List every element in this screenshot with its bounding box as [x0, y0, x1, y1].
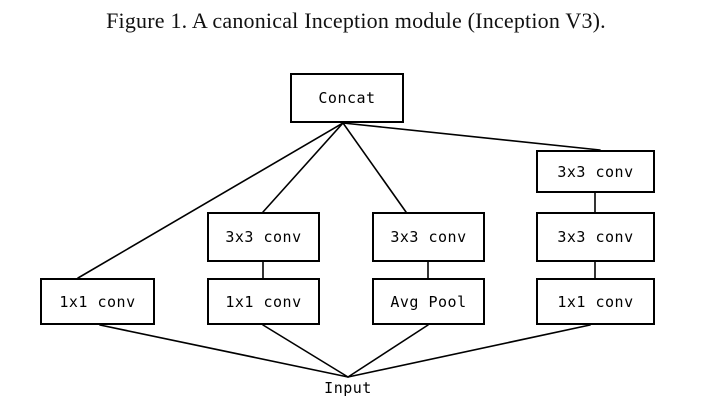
node-br3_mid: 3x3 conv	[372, 212, 485, 262]
node-br2_mid: 3x3 conv	[207, 212, 320, 262]
node-concat: Concat	[290, 73, 404, 123]
connector-branch3-to-input	[347, 324, 429, 378]
node-label: 3x3 conv	[390, 228, 467, 246]
connector-branch2-to-input	[262, 324, 349, 378]
connector-concat-to-branch4	[342, 122, 601, 151]
node-br1_bot: 1x1 conv	[40, 278, 155, 325]
connector-branch4-to-input	[347, 324, 591, 378]
node-br4_bot: 1x1 conv	[536, 278, 655, 325]
node-br4_top: 3x3 conv	[536, 150, 655, 193]
node-label: 3x3 conv	[225, 228, 302, 246]
node-br3_bot: Avg Pool	[372, 278, 485, 325]
connector-concat-to-branch3	[342, 122, 407, 213]
connector-concat-to-branch2	[262, 122, 344, 213]
edge-layer	[77, 122, 601, 378]
node-br2_bot: 1x1 conv	[207, 278, 320, 325]
input-label: Input	[324, 379, 372, 397]
node-label: 1x1 conv	[59, 292, 136, 311]
node-label: 3x3 conv	[557, 228, 634, 246]
node-label: Avg Pool	[390, 292, 467, 311]
node-br4_mid: 3x3 conv	[536, 212, 655, 262]
figure-caption: Figure 1. A canonical Inception module (…	[106, 8, 606, 33]
connector-branch1-to-input	[99, 324, 349, 378]
node-label: 1x1 conv	[557, 292, 634, 311]
node-label: 1x1 conv	[225, 292, 302, 311]
connector-concat-to-branch1	[77, 122, 344, 279]
node-label: Concat	[318, 89, 376, 107]
node-label: 3x3 conv	[557, 162, 634, 181]
